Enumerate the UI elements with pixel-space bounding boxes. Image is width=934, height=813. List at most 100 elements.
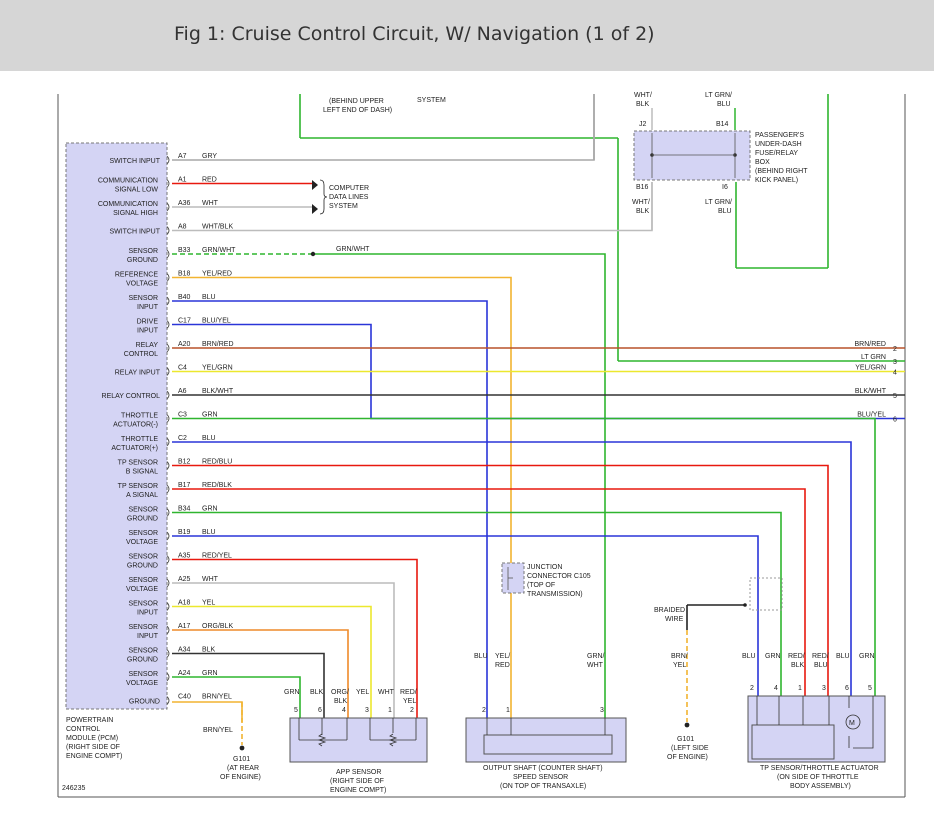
behind-upper-label: (BEHIND UPPER [329,98,384,105]
oss-wire-wht: WHT [587,662,604,669]
pcm-pin-name: SWITCH INPUT [109,229,160,236]
pcm-pin-contact [166,155,170,165]
pcm-label-2: CONTROL [66,726,100,733]
right-connector-wire-label: BLK/WHT [855,388,887,395]
g101-left-label-1: G101 [233,756,250,763]
pcm-pin-contact [166,296,170,306]
fuse-wht-label: WHT/ [632,199,650,206]
oss-wire-grn: GRN/ [587,653,605,660]
pcm-pin-number: A1 [178,177,187,184]
right-connector-wire-label: LT GRN [861,354,886,361]
left-end-dash-label: LEFT END OF DASH) [323,107,392,114]
pcm-pin-contact [166,625,170,635]
g101-right-label-3: OF ENGINE) [667,754,708,761]
pcm-pin-name: ACTUATOR(-) [113,422,158,429]
right-connector-wire-label: BRN/RED [854,341,886,348]
pcm-pin-name: SENSOR [128,624,158,631]
pcm-pin-name: TP SENSOR [118,483,158,490]
fuse-box-label-1: PASSENGER'S [755,132,804,139]
pcm-pin-number: B33 [178,247,191,254]
tp-pin-4: 4 [774,685,778,692]
tp-pin-5: 5 [868,685,872,692]
pcm-pin-contact [166,202,170,212]
pcm-pin-number: C40 [178,694,191,701]
junction-label-3: (TOP OF [527,582,555,589]
top-blk-label: BLK [636,101,650,108]
pcm-wire-color-label: RED/YEL [202,553,232,560]
pcm-module [65,142,168,710]
pcm-label-3: MODULE (PCM) [66,735,118,742]
pcm-pin-name: SENSOR [128,530,158,537]
pcm-pin-contact [166,672,170,682]
right-connector-pin: 6 [893,417,897,424]
pcm-pin-name: GROUND [127,563,158,570]
pcm-pin-name: REFERENCE [115,272,159,279]
app-label-3: ENGINE COMPT) [330,787,386,794]
pcm-pin-number: A18 [178,600,191,607]
pcm-pin-contact [166,649,170,658]
pcm-pin-name: THROTTLE [121,413,158,420]
pcm-pin-number: C4 [178,365,187,372]
pcm-pin-number: C2 [178,435,187,442]
app-label-1: APP SENSOR [336,769,381,776]
wire [172,652,325,718]
tp-label-1: TP SENSOR/THROTTLE ACTUATOR [760,765,879,772]
tp-pin-1: 1 [798,685,802,692]
pcm-pin-name: THROTTLE [121,436,158,443]
tp-wire-red-blk: BLK [791,662,805,669]
figure-title: Fig 1: Cruise Control Circuit, W/ Naviga… [174,23,655,45]
fuse-pin-j2: J2 [639,121,647,128]
app-wire-grn: GRN [284,689,300,696]
pcm-pin-name: VOLTAGE [126,281,158,288]
pcm-pin-name: INPUT [137,633,159,640]
app-pin-3: 3 [365,707,369,714]
pcm-wire-color-label: WHT [202,576,219,583]
fuse-box-label-6: KICK PANEL) [755,177,798,184]
pcm-pin-contact [166,179,170,188]
yel-label: YEL [673,662,686,669]
pcm-pin-name: TP SENSOR [118,460,158,467]
fuse-pin-b16: B16 [636,184,649,191]
pcm-pin-name: GROUND [129,699,160,706]
wire [172,94,595,161]
pcm-pin-name: SENSOR [128,248,158,255]
pcm-pin-contact [166,249,170,259]
app-wire-wht: WHT [378,689,395,696]
pcm-pin-number: A34 [178,647,191,654]
pcm-pin-name: SIGNAL LOW [115,187,159,194]
fuse-box-label-2: UNDER-DASH [755,141,802,148]
tp-wire-red-blu: BLU [814,662,828,669]
pcm-pin-name: SENSOR [128,648,158,655]
pcm-pin-number: A17 [178,623,191,630]
pcm-wire-color-label: BLU [202,294,216,301]
pcm-label-4: (RIGHT SIDE OF [66,744,120,751]
oss-label-2: SPEED SENSOR [513,774,568,781]
pcm-pin-name: SIGNAL HIGH [113,210,158,217]
pcm-pin-contact [166,367,170,376]
computer-data-lines: COMPUTER DATA LINES SYSTEM [312,179,369,215]
app-pin-2: 2 [410,707,414,714]
pcm-label: POWERTRAIN CONTROL MODULE (PCM) (RIGHT S… [66,717,122,760]
wire [172,605,372,718]
pcm-wire-color-label: GRN [202,412,218,419]
top-blu-label: BLU [717,101,731,108]
pcm-pin-name: RELAY CONTROL [102,393,161,400]
pcm-pin-number: B40 [178,294,191,301]
pcm-pin-number: B34 [178,506,191,513]
tp-pin-3: 3 [822,685,826,692]
pcm-pin-number: C17 [178,318,191,325]
pcm-pin-number: A20 [178,341,191,348]
splice [310,251,316,257]
pcm-pin-contact [166,273,170,282]
pcm-pin-contact [166,226,170,235]
wire [172,558,418,718]
pcm-wire-color-label: YEL/RED [202,271,232,278]
pcm-pin-name: VOLTAGE [126,586,158,593]
pcm-wire-color-label: BLK/WHT [202,388,234,395]
cdl-label-2: DATA LINES [329,194,369,201]
brn-label: BRN/ [671,653,688,660]
app-pin-5: 5 [294,707,298,714]
pcm-pin-name: A SIGNAL [126,492,158,499]
pcm-pin-name: VOLTAGE [126,539,158,546]
tp-wire-blu: BLU [742,653,756,660]
